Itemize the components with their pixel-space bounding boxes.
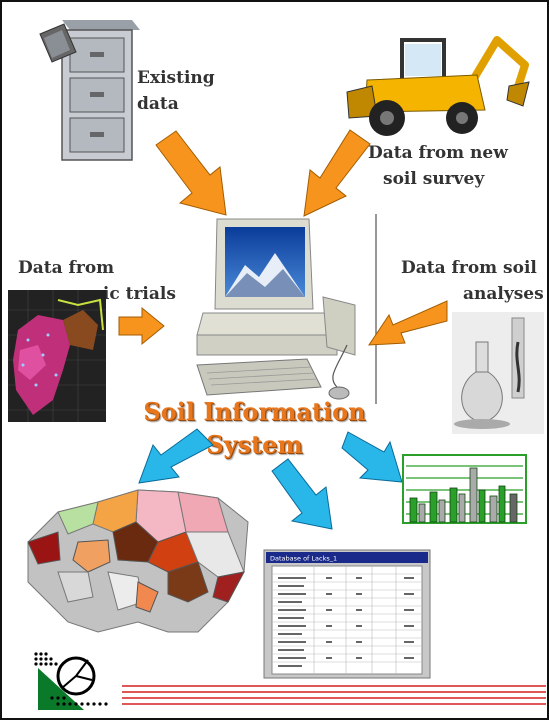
bar-chart-icon: [402, 454, 527, 524]
divider-line: [375, 214, 377, 404]
system-to-map-arrow: [138, 428, 214, 484]
soil-map-icon: [27, 489, 249, 633]
filing-cabinet-icon: [39, 20, 140, 161]
existing-data-label-line2: data: [137, 94, 179, 114]
system-to-chart-arrow: [341, 431, 403, 483]
system-title-line2: System: [206, 430, 303, 459]
table-window-title: Database of Lacks_1: [270, 555, 337, 563]
trials-to-system-arrow: [118, 306, 165, 346]
footer-lines: [122, 685, 546, 705]
institute-logo-icon: [34, 652, 108, 710]
system-to-table-arrow: [271, 458, 333, 530]
trial-map-icon: [8, 290, 106, 422]
survey-data-label-line1: Data from new: [368, 143, 508, 163]
survey-to-system-arrow: [303, 129, 371, 217]
analyses-to-system-arrow: [368, 300, 448, 346]
trials-data-label-line1: Data from: [18, 258, 115, 278]
analyses-data-label-line1: Data from soil: [401, 258, 537, 278]
computer-icon: [196, 218, 356, 400]
existing-data-label-line1: Existing: [137, 68, 215, 88]
survey-data-label-line2: soil survey: [383, 169, 485, 189]
lab-flask-icon: [452, 312, 544, 434]
analyses-data-label-line2: analyses: [463, 284, 544, 304]
backhoe-icon: [346, 36, 530, 136]
existing-to-system-arrow: [155, 130, 227, 216]
table-window-icon: Database of Lacks_1: [263, 549, 431, 679]
system-title-line1: Soil Information: [143, 397, 366, 426]
